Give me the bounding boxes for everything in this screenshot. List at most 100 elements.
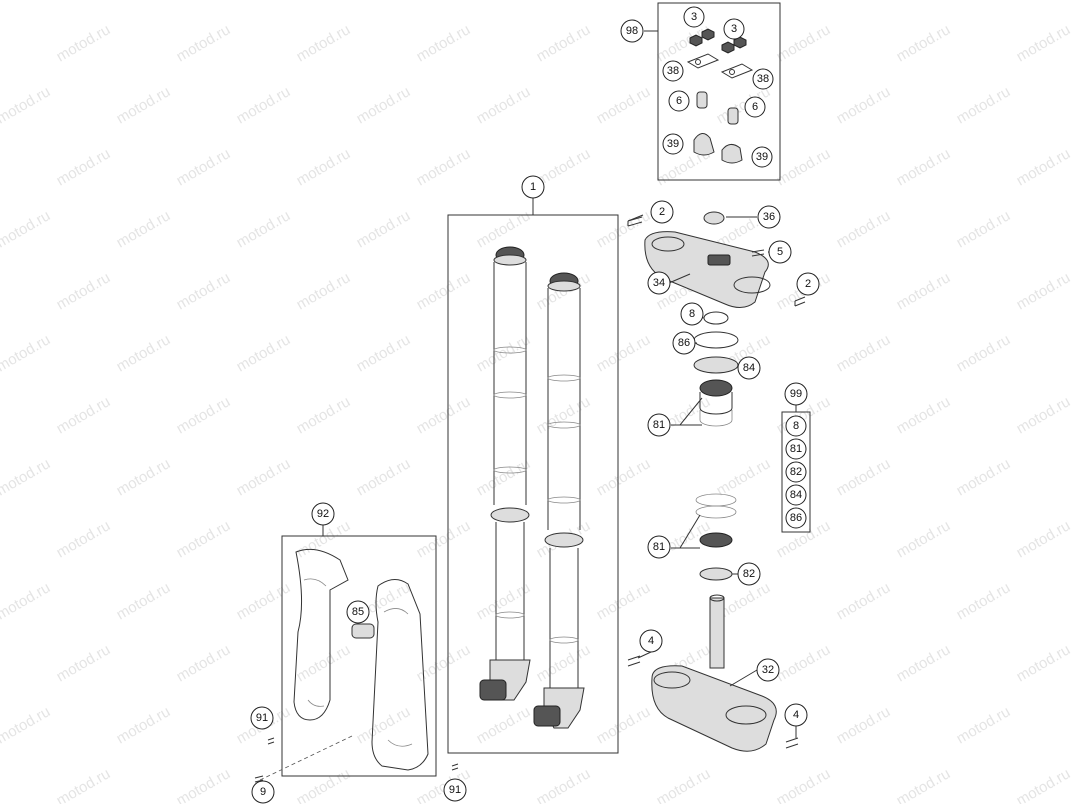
callout-85: 85	[346, 600, 370, 624]
svg-text:32: 32	[762, 664, 774, 676]
bearing-cup-84	[693, 356, 739, 374]
callout-2-right: 2	[796, 272, 820, 296]
svg-text:84: 84	[790, 489, 802, 501]
watermark-text: motod.ru	[114, 455, 174, 499]
callout-8: 8	[680, 302, 704, 326]
watermark-text: motod.ru	[414, 269, 474, 313]
watermark-text: motod.ru	[294, 145, 354, 189]
svg-text:6: 6	[676, 95, 682, 107]
watermark-text: motod.ru	[894, 393, 954, 437]
fork-guards-92: 92 85 91 9 91	[250, 502, 467, 804]
watermark-text: motod.ru	[54, 765, 114, 804]
watermark-text: motod.ru	[414, 21, 474, 65]
watermark-text: motod.ru	[1014, 269, 1072, 313]
watermark-text: motod.ru	[474, 455, 534, 499]
watermark-text: motod.ru	[534, 393, 594, 437]
watermark-text: motod.ru	[294, 765, 354, 804]
watermark-text: motod.ru	[654, 765, 714, 804]
watermark-text: motod.ru	[354, 0, 414, 3]
nut-parts-3	[689, 28, 747, 54]
watermark-text: motod.ru	[474, 83, 534, 127]
watermark-text: motod.ru	[534, 641, 594, 685]
kit-98-group: 98 3 3 38 38 6 6 39 39	[620, 2, 781, 181]
svg-text:99: 99	[790, 388, 802, 400]
watermark-text: motod.ru	[0, 455, 53, 499]
kit-99-item-81: 81	[785, 438, 807, 460]
callout-4-left: 4	[639, 629, 663, 653]
watermark-text: motod.ru	[0, 331, 53, 375]
callout-81-bottom: 81	[647, 535, 671, 559]
watermark-text: motod.ru	[774, 145, 834, 189]
kit-98-frame	[657, 2, 781, 181]
svg-text:39: 39	[667, 138, 679, 150]
leader-2-top	[627, 214, 644, 222]
watermark-text: motod.ru	[234, 207, 294, 251]
svg-text:5: 5	[777, 246, 783, 258]
seal-82	[699, 567, 733, 581]
kit-99-item-8: 8	[785, 415, 807, 437]
watermark-text: motod.ru	[54, 145, 114, 189]
watermark-text: motod.ru	[234, 331, 294, 375]
svg-text:84: 84	[743, 362, 755, 374]
clamp-parts-39	[693, 133, 743, 164]
watermark-text: motod.ru	[654, 21, 714, 65]
callout-91-left: 91	[250, 706, 274, 730]
svg-text:38: 38	[757, 73, 769, 85]
watermark-text: motod.ru	[174, 765, 234, 804]
watermark-text: motod.ru	[174, 517, 234, 561]
watermark-text: motod.ru	[894, 21, 954, 65]
o-ring-8	[703, 311, 729, 325]
callout-32: 32	[756, 658, 780, 682]
svg-text:3: 3	[731, 23, 737, 35]
fork-leg-left	[479, 246, 531, 701]
watermark-text: motod.ru	[594, 331, 654, 375]
svg-text:8: 8	[689, 308, 695, 320]
watermark-text: motod.ru	[174, 145, 234, 189]
watermark-text: motod.ru	[954, 579, 1014, 623]
watermark-text: motod.ru	[234, 455, 294, 499]
callout-34: 34	[647, 271, 671, 295]
watermark-text: motod.ru	[114, 703, 174, 747]
watermark-text: motod.ru	[594, 455, 654, 499]
watermark-text: motod.ru	[774, 21, 834, 65]
callout-39-right: 39	[751, 146, 773, 168]
leader-81-bottom	[671, 514, 701, 549]
watermark-text: motod.ru	[354, 455, 414, 499]
watermark-text: motod.ru	[0, 0, 53, 3]
watermark-text: motod.ru	[54, 641, 114, 685]
watermark-text: motod.ru	[234, 579, 294, 623]
watermark-text: motod.ru	[354, 331, 414, 375]
watermark-text: motod.ru	[954, 83, 1014, 127]
watermark-text: motod.ru	[834, 0, 894, 3]
watermark-text: motod.ru	[594, 579, 654, 623]
kit-99-item-86: 86	[785, 507, 807, 529]
watermark-text: motod.ru	[414, 393, 474, 437]
callout-5: 5	[768, 240, 792, 264]
watermark-text: motod.ru	[354, 207, 414, 251]
svg-text:4: 4	[648, 635, 654, 647]
watermark-text: motod.ru	[474, 703, 534, 747]
fork-leg-right	[533, 272, 585, 729]
watermark-text: motod.ru	[414, 517, 474, 561]
watermark-text: motod.ru	[114, 331, 174, 375]
callout-92: 92	[311, 502, 335, 526]
callout-81-top: 81	[647, 413, 671, 437]
callout-98: 98	[620, 19, 644, 43]
watermark-text: motod.ru	[174, 21, 234, 65]
callout-38-left: 38	[662, 60, 684, 82]
watermark-text: motod.ru	[954, 331, 1014, 375]
leader-34	[668, 273, 691, 284]
callout-86: 86	[672, 331, 696, 355]
svg-text:1: 1	[530, 181, 536, 193]
callout-38-right: 38	[752, 68, 774, 90]
watermark-text: motod.ru	[114, 207, 174, 251]
fork-guards-frame	[281, 535, 437, 777]
watermark-text: motod.ru	[954, 0, 1014, 3]
watermark-text: motod.ru	[954, 455, 1014, 499]
svg-text:82: 82	[743, 568, 755, 580]
svg-text:81: 81	[653, 419, 665, 431]
watermark-text: motod.ru	[174, 393, 234, 437]
watermark-text: motod.ru	[954, 207, 1014, 251]
watermark-text: motod.ru	[594, 0, 654, 3]
